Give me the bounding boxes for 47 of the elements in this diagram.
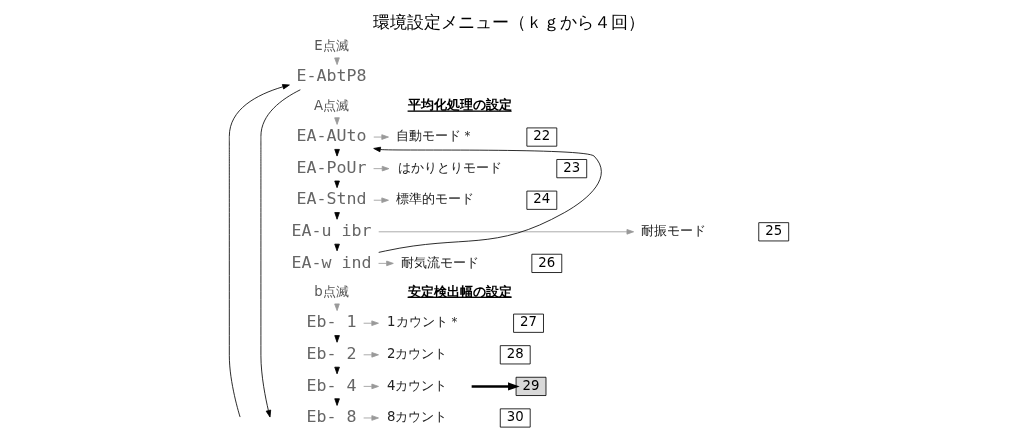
arrow — [471, 382, 520, 391]
arrow — [372, 197, 389, 203]
arrow — [372, 146, 602, 253]
node-text: Eb- 1 — [306, 312, 357, 332]
node-box: 28 — [499, 345, 531, 365]
node-box: 23 — [555, 159, 587, 179]
node-text: E点滅 — [313, 38, 349, 54]
arrow — [372, 134, 389, 140]
node-text: EA-w ind — [291, 252, 372, 272]
arrow — [362, 415, 379, 421]
label: 安定検出幅の設定 — [407, 283, 512, 299]
arrow — [362, 320, 379, 326]
node-text: Eb- 2 — [306, 343, 357, 363]
node-box: 24 — [525, 190, 557, 210]
node-text: 標準的モード — [395, 191, 474, 207]
arrow — [372, 165, 389, 172]
node-box: 22 — [525, 127, 557, 147]
node-text: 耐振モード — [640, 222, 706, 238]
node-text: A点滅 — [313, 98, 349, 114]
arrow — [377, 229, 634, 235]
node-text: Eb- 8 — [306, 407, 357, 427]
node-box: 30 — [499, 408, 531, 428]
node-text: 8カウント — [386, 409, 447, 425]
arrow — [377, 260, 394, 267]
node-box: 25 — [757, 222, 789, 242]
node-text: EA-Stnd — [296, 189, 367, 209]
node-text: 1カウント＊ — [386, 314, 461, 330]
arrow — [362, 383, 379, 390]
arrow — [228, 84, 290, 418]
node-text: 耐気流モード — [400, 254, 479, 270]
node-box: 27 — [512, 313, 544, 333]
node-text: Eb- 4 — [306, 375, 357, 395]
diagram-title: 環境設定メニュー（ｋｇから４回） — [372, 13, 645, 33]
node-text: E-AbtP8 — [296, 66, 367, 86]
arrow — [362, 352, 379, 358]
node-text: 4カウント — [386, 377, 447, 393]
node-text: b点滅 — [313, 284, 349, 300]
node-text: 2カウント — [386, 345, 447, 361]
label: 平均化処理の設定 — [407, 97, 512, 113]
arrow — [260, 89, 301, 418]
node-text: 自動モード＊ — [395, 128, 474, 144]
node-text: はかりとりモード — [397, 159, 502, 175]
node-text: EA-PoUr — [296, 157, 367, 177]
node-box: 26 — [530, 253, 562, 273]
node-text: EA-AUto — [296, 126, 367, 146]
node-text: EA-u ibr — [291, 220, 372, 240]
node-box: 29 — [515, 376, 546, 396]
